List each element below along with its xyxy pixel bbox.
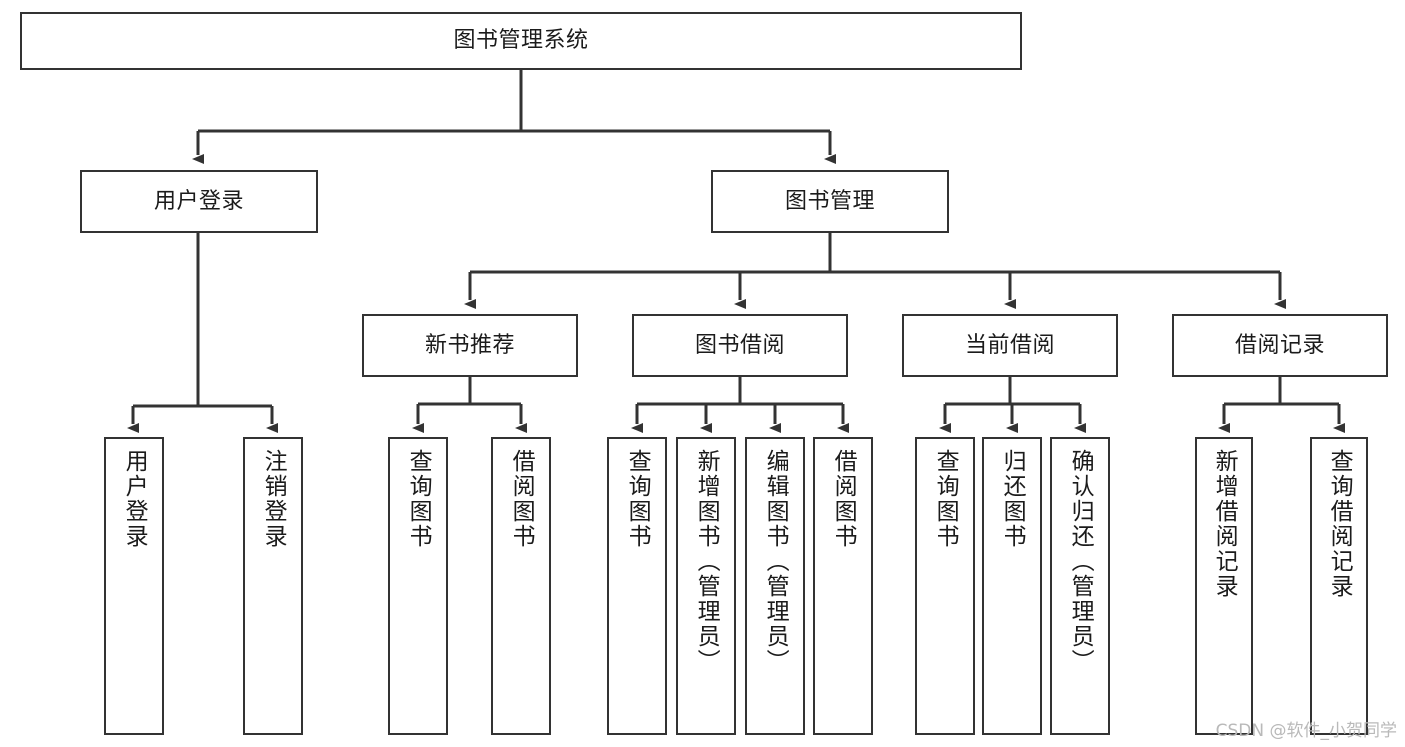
node-leaf-user-login[interactable]: 用户登录	[104, 437, 164, 735]
node-leaf-add-borrow-record[interactable]: 新增借阅记录	[1195, 437, 1253, 735]
node-leaf-query-book-borrow[interactable]: 查询图书	[607, 437, 667, 735]
node-label: 借阅记录	[1234, 332, 1325, 358]
node-label: 注销登录	[260, 449, 287, 549]
node-label: 查询借阅记录	[1326, 449, 1353, 599]
node-leaf-borrow-book-recommend[interactable]: 借阅图书	[491, 437, 551, 735]
node-label: 查询图书	[624, 449, 651, 549]
node-label: 图书借阅	[694, 332, 785, 358]
node-label: 新增图书（管理员）	[693, 449, 720, 674]
node-label: 查询图书	[932, 449, 959, 549]
node-leaf-query-book-current[interactable]: 查询图书	[915, 437, 975, 735]
node-label: 用户登录	[153, 188, 244, 214]
node-leaf-confirm-return[interactable]: 确认归还（管理员）	[1050, 437, 1110, 735]
node-book-management[interactable]: 图书管理	[711, 170, 949, 233]
node-label: 借阅图书	[830, 449, 857, 549]
node-label: 新增借阅记录	[1211, 449, 1238, 599]
node-label: 编辑图书（管理员）	[762, 449, 789, 674]
node-user-login[interactable]: 用户登录	[80, 170, 318, 233]
node-label: 用户登录	[121, 449, 148, 549]
node-label: 图书管理	[784, 188, 875, 214]
node-leaf-logout-login[interactable]: 注销登录	[243, 437, 303, 735]
node-label: 查询图书	[405, 449, 432, 549]
node-current-borrow[interactable]: 当前借阅	[902, 314, 1118, 377]
node-book-borrow[interactable]: 图书借阅	[632, 314, 848, 377]
node-new-book-recommend[interactable]: 新书推荐	[362, 314, 578, 377]
node-label: 借阅图书	[508, 449, 535, 549]
node-label: 当前借阅	[964, 332, 1055, 358]
node-leaf-add-book[interactable]: 新增图书（管理员）	[676, 437, 736, 735]
node-leaf-query-borrow-record[interactable]: 查询借阅记录	[1310, 437, 1368, 735]
csdn-watermark: CSDN @软件_小贺同学	[1215, 721, 1397, 741]
node-leaf-return-book[interactable]: 归还图书	[982, 437, 1042, 735]
node-book-management-system[interactable]: 图书管理系统	[20, 12, 1022, 70]
node-borrow-record[interactable]: 借阅记录	[1172, 314, 1388, 377]
node-label: 归还图书	[999, 449, 1026, 549]
node-label: 确认归还（管理员）	[1067, 449, 1094, 674]
node-leaf-query-book-recommend[interactable]: 查询图书	[388, 437, 448, 735]
node-leaf-borrow-book[interactable]: 借阅图书	[813, 437, 873, 735]
node-label: 图书管理系统	[453, 28, 589, 54]
node-label: 新书推荐	[424, 332, 515, 358]
node-leaf-edit-book[interactable]: 编辑图书（管理员）	[745, 437, 805, 735]
